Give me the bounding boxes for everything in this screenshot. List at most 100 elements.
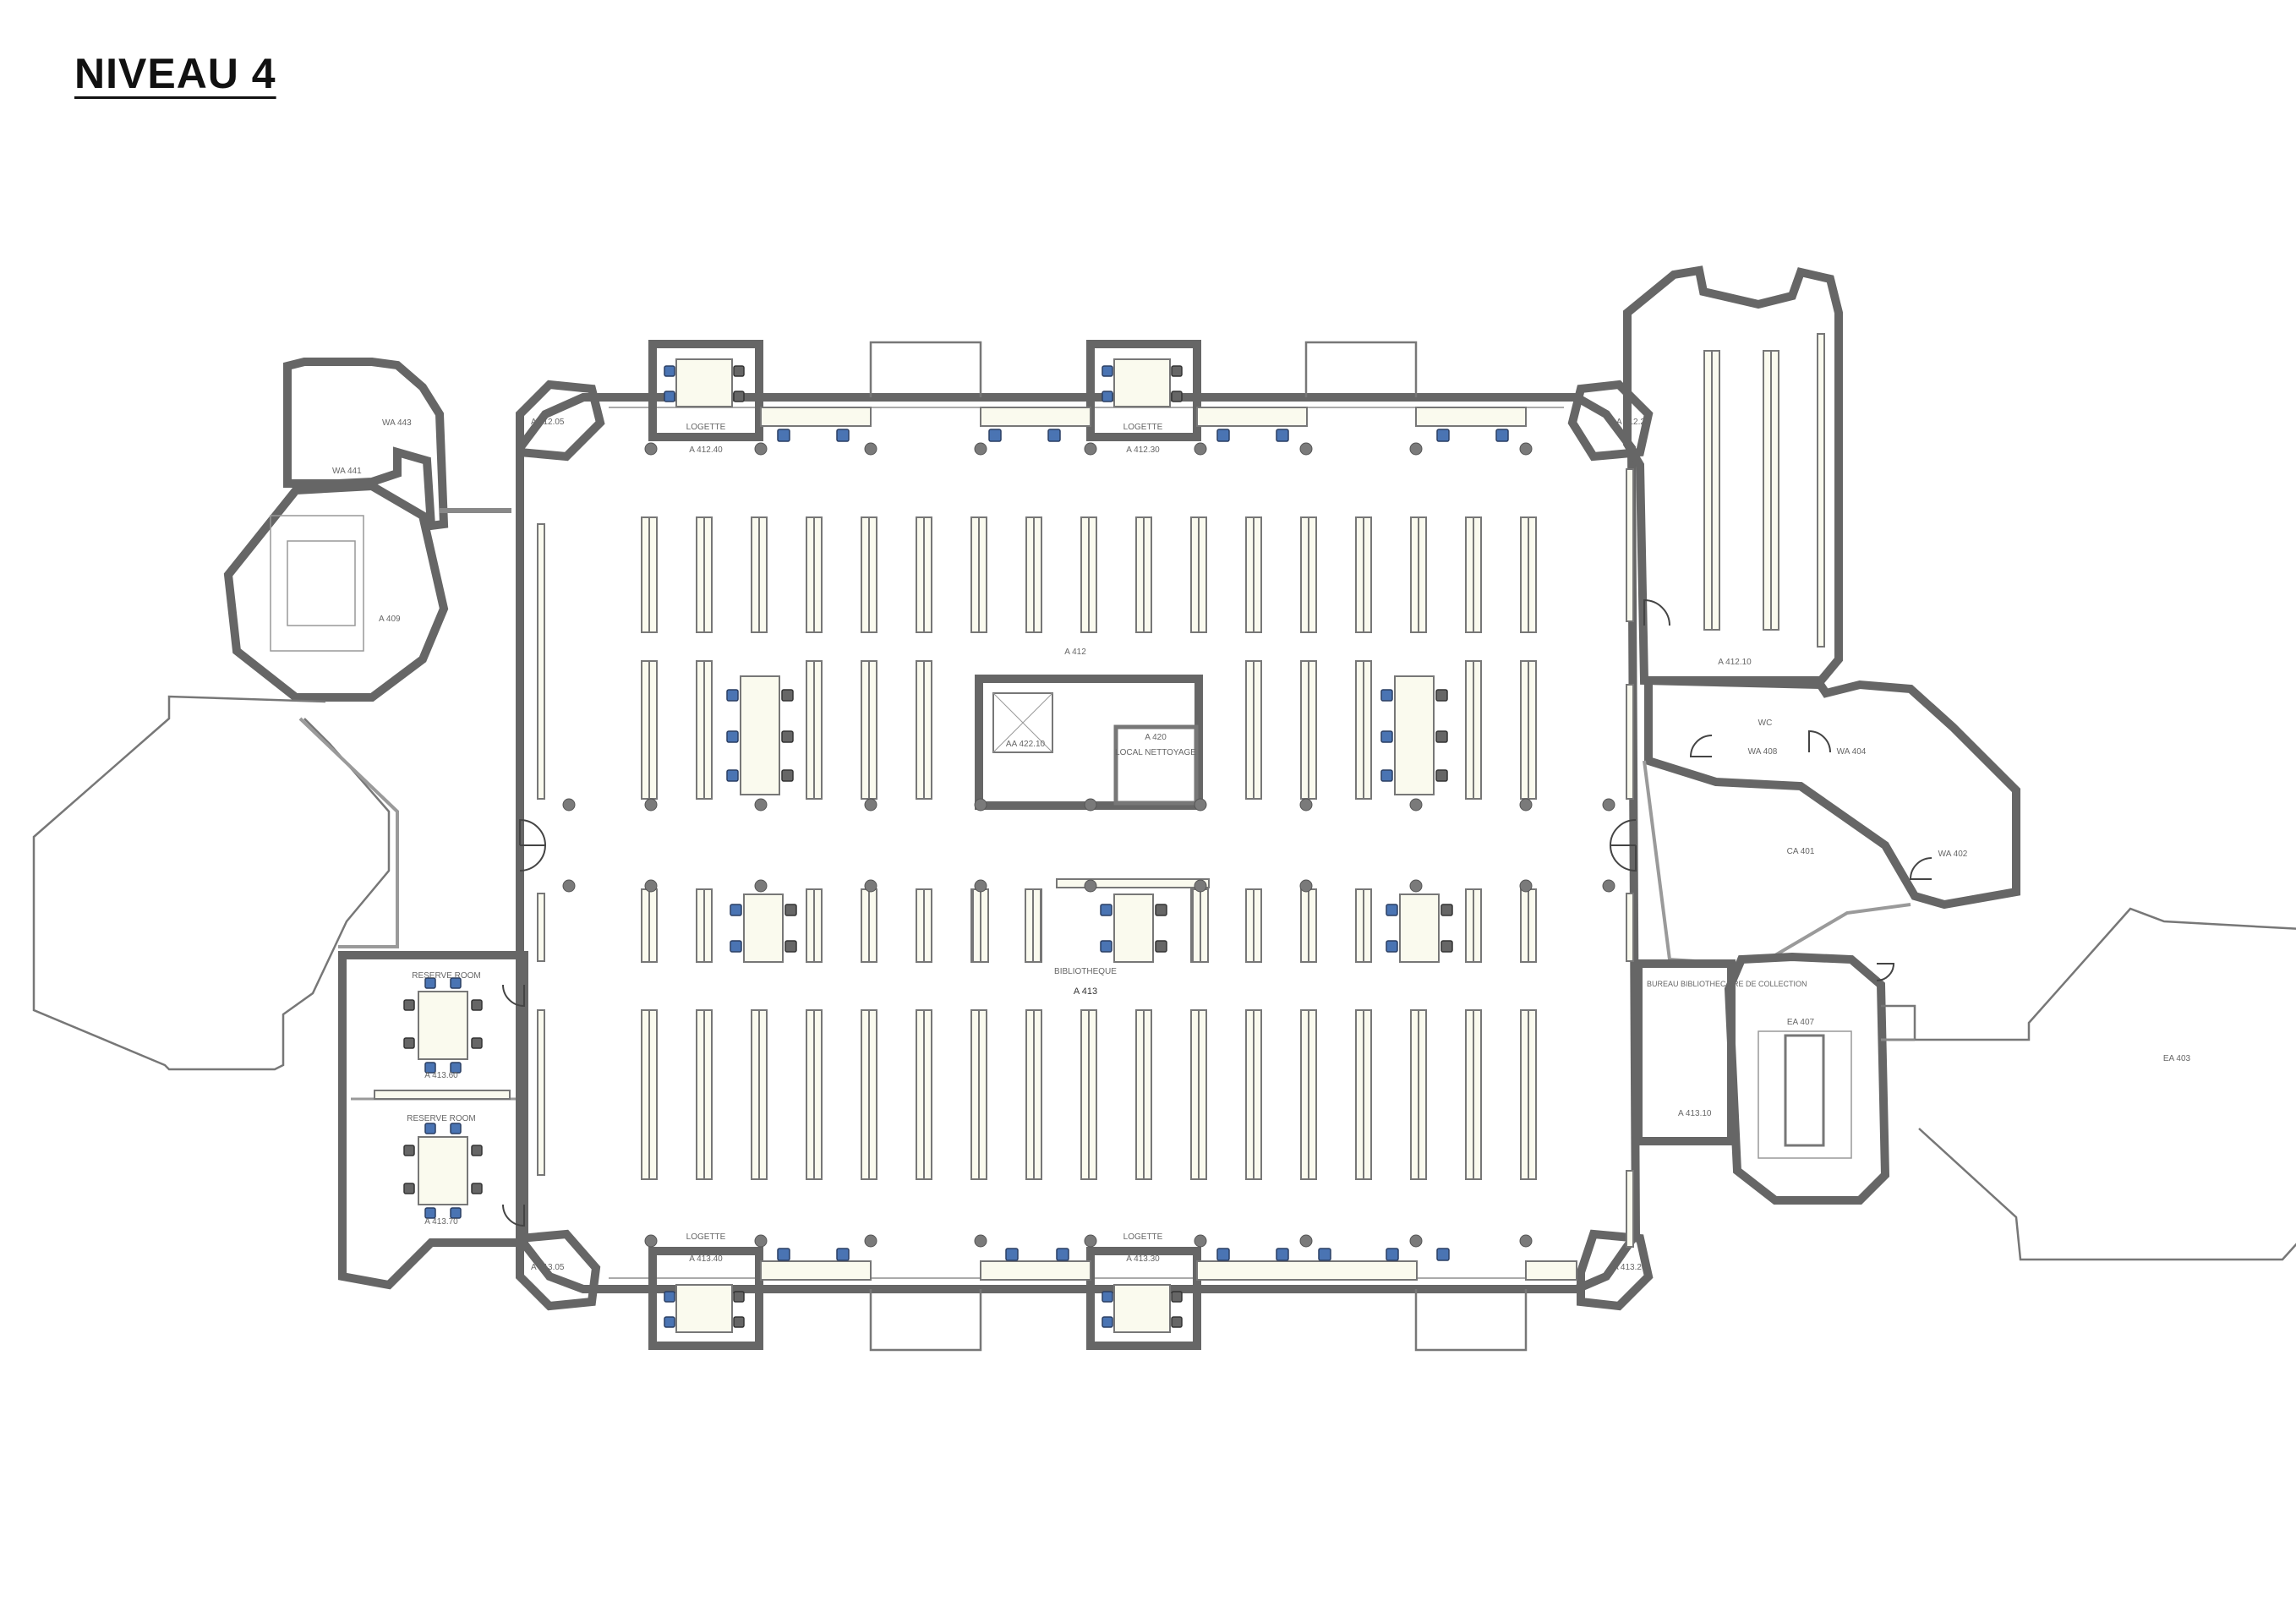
shelf-unit — [641, 1009, 650, 1180]
shelf-unit — [1300, 1009, 1309, 1180]
label-aa422-10: AA 422.10 — [1006, 740, 1046, 749]
chair — [664, 1316, 675, 1328]
window-bay-top-1 — [869, 341, 982, 397]
washroom-block-wall — [283, 358, 449, 531]
elevator-shaft-diag-2 — [992, 692, 1053, 753]
chair — [1047, 429, 1061, 442]
structural-column — [1194, 879, 1207, 893]
chair — [1276, 429, 1289, 442]
shelf-unit — [978, 1009, 987, 1180]
label-a412-20: A 412.20 — [1616, 418, 1650, 427]
shelf-unit — [1300, 516, 1309, 633]
label-a413: A 413 — [1074, 986, 1097, 997]
label-logette-top-1: LOGETTE — [686, 423, 726, 432]
structural-column — [1299, 442, 1313, 456]
shelf-unit — [751, 516, 760, 633]
shelf-unit — [1528, 1009, 1537, 1180]
label-a409: A 409 — [379, 615, 401, 624]
structural-column — [1299, 798, 1313, 812]
shelf-unit — [1198, 1009, 1207, 1180]
shelf-unit — [868, 888, 877, 963]
shelf-unit — [1033, 516, 1042, 633]
window-bay-bottom-1 — [869, 1289, 982, 1352]
structural-column — [644, 879, 658, 893]
chair — [1440, 940, 1453, 953]
study-table — [740, 675, 780, 795]
structural-column — [1084, 879, 1097, 893]
structural-column — [644, 798, 658, 812]
east-hall-outline — [1881, 907, 2296, 1261]
wall-shelf-right — [1626, 468, 1634, 622]
shelf-unit — [868, 660, 877, 800]
logette-a413-30-wall — [1086, 1247, 1201, 1350]
chair — [1440, 904, 1453, 916]
shelf-unit — [641, 660, 650, 800]
shelf-unit — [1143, 1009, 1152, 1180]
carrel-desk — [980, 1260, 1091, 1281]
shelf-unit — [861, 1009, 870, 1180]
chair — [450, 1207, 462, 1219]
chair — [1380, 730, 1393, 743]
chair — [1435, 689, 1448, 702]
structural-column — [1519, 1234, 1533, 1248]
label-wc: WC — [1758, 719, 1773, 728]
structural-column — [864, 798, 877, 812]
wall-shelf-right — [1817, 333, 1825, 648]
chair — [1102, 1291, 1113, 1303]
page-title: NIVEAU 4 — [74, 50, 276, 97]
chair — [777, 429, 790, 442]
shelf-unit — [1355, 660, 1364, 800]
chair — [836, 429, 850, 442]
shelf-unit — [1308, 660, 1317, 800]
shelf-unit — [1465, 660, 1474, 800]
logette-a412-40-wall — [648, 340, 763, 441]
corner-room-se — [1577, 1229, 1654, 1311]
shelf-unit — [1190, 516, 1200, 633]
shelf-unit — [1528, 660, 1537, 800]
shelf-unit — [1465, 1009, 1474, 1180]
carrel-desk — [1525, 1260, 1577, 1281]
shelf-unit — [813, 1009, 823, 1180]
label-a413-60: A 413.60 — [424, 1071, 458, 1080]
reserve-table — [418, 1136, 468, 1205]
label-a412: A 412 — [1064, 648, 1086, 657]
carrel-desk — [1196, 407, 1308, 427]
shelf-unit — [916, 660, 925, 800]
label-wa443: WA 443 — [382, 418, 412, 428]
chair — [1100, 940, 1112, 953]
label-a413-30: A 413.30 — [1126, 1254, 1160, 1264]
chair — [1386, 904, 1398, 916]
chair — [1318, 1248, 1331, 1261]
label-a413-20: A 413.20 — [1613, 1263, 1647, 1272]
chair — [403, 1145, 415, 1156]
door-swing — [502, 984, 525, 1008]
corner-room-sw — [516, 1229, 601, 1311]
structural-column — [1084, 442, 1097, 456]
furniture-layer — [374, 333, 1932, 1333]
room-a412-10-wall — [1623, 265, 1843, 690]
chair — [1102, 391, 1113, 402]
shelf-unit — [1308, 516, 1317, 633]
shelf-unit — [923, 888, 932, 963]
shelf-unit — [1363, 888, 1372, 963]
shelf-unit — [1253, 516, 1262, 633]
chair — [471, 1183, 483, 1194]
chair — [730, 904, 742, 916]
label-logette-top-2: LOGETTE — [1123, 423, 1163, 432]
shelf-unit — [696, 516, 705, 633]
chair — [781, 769, 794, 782]
wc-block-wall — [1644, 676, 2020, 910]
shelf-unit — [923, 1009, 932, 1180]
shelf-unit — [1363, 516, 1372, 633]
chair — [1436, 1248, 1450, 1261]
shelf-unit — [813, 516, 823, 633]
door-swing — [1876, 963, 1895, 981]
structural-column — [562, 798, 576, 812]
structural-column — [1519, 879, 1533, 893]
shelf-unit — [1245, 660, 1255, 800]
shelf-unit — [1253, 888, 1262, 963]
label-ea403: EA 403 — [2163, 1054, 2191, 1063]
chair — [1171, 391, 1183, 402]
chair — [471, 1145, 483, 1156]
carrel-desk — [760, 1260, 872, 1281]
